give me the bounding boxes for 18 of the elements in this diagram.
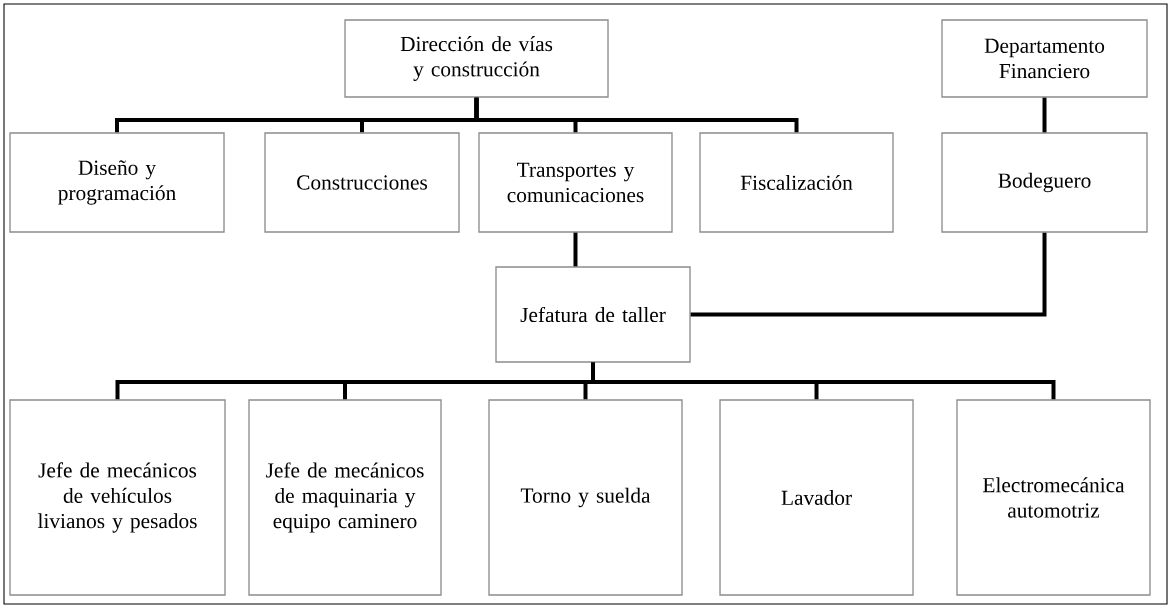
org-box: Construcciones [264, 132, 460, 233]
org-box: Lavador [719, 399, 914, 596]
connector-line [690, 232, 1047, 317]
org-box: Departamento Financiero [941, 19, 1148, 98]
org-box: Diseño y programación [9, 132, 225, 233]
org-box: Transportes y comunicaciones [478, 132, 673, 233]
org-box: Fiscalización [699, 132, 894, 233]
org-box: Electromecánica automotriz [956, 399, 1151, 596]
org-box: Dirección de vías y construcción [344, 19, 609, 98]
org-box: Torno y suelda [488, 399, 683, 596]
connector-line [573, 232, 578, 267]
connector-line [474, 97, 799, 133]
connector-line [1042, 97, 1047, 133]
connector-line [591, 362, 1056, 400]
org-box: Jefatura de taller [495, 266, 691, 363]
org-box: Jefe de mecánicos de vehículos livianos y pesados [9, 399, 226, 596]
org-box: Jefe de mecánicos de maquinaria y equipo caminero [248, 399, 442, 596]
org-box: Bodeguero [941, 132, 1148, 233]
